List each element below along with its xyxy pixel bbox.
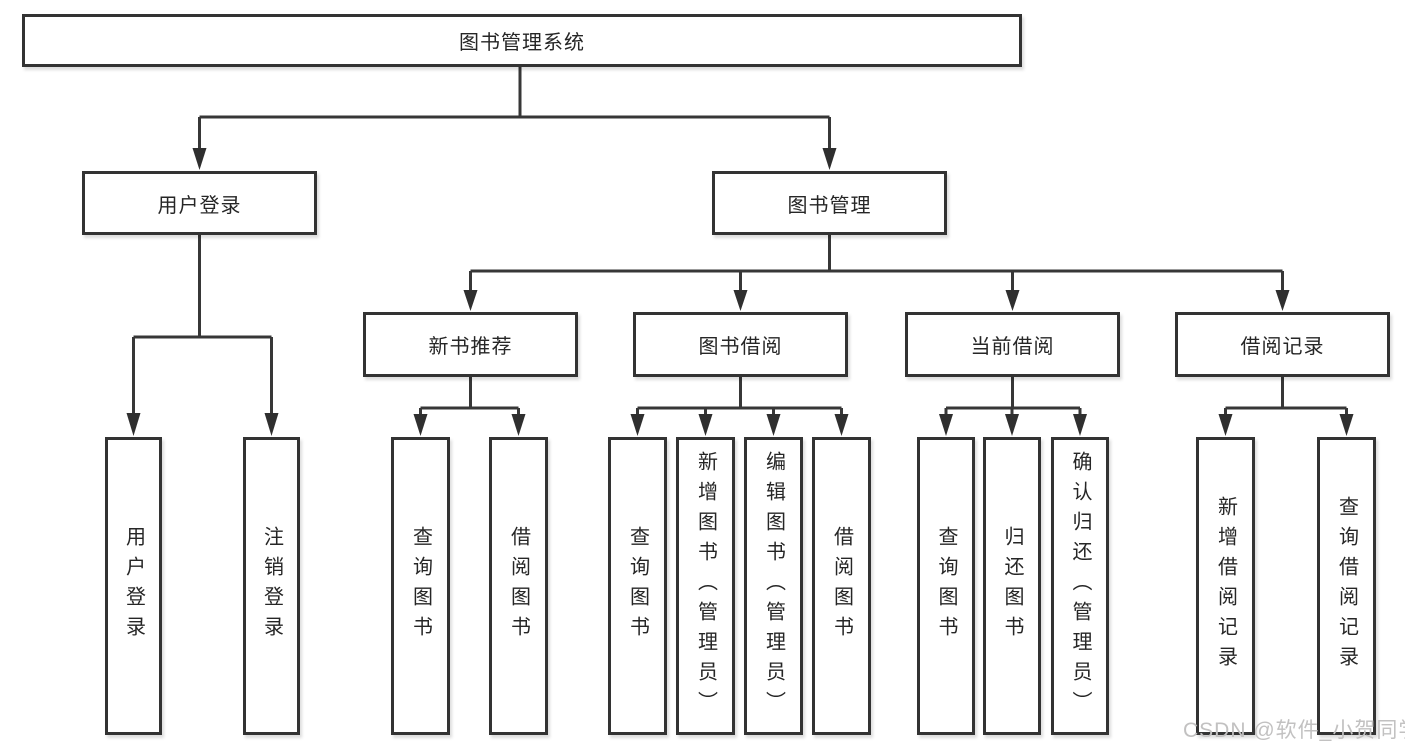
node-book-management: 图书管理 (712, 171, 947, 235)
leaf-user-login: 用户登录 (105, 437, 162, 735)
leaf-query-books-recommend: 查询图书 (391, 437, 450, 735)
leaf-query-books-borrow: 查询图书 (608, 437, 667, 735)
leaf-logout: 注销登录 (243, 437, 300, 735)
node-user-login: 用户登录 (82, 171, 317, 235)
arrowhead-group (126, 148, 1354, 436)
node-book-borrow: 图书借阅 (633, 312, 848, 377)
node-new-book-recommend: 新书推荐 (363, 312, 578, 377)
leaf-confirm-return-admin: 确认归还（管理员） (1051, 437, 1109, 735)
node-library-management-system: 图书管理系统 (22, 14, 1022, 67)
leaf-borrow-books: 借阅图书 (812, 437, 871, 735)
leaf-return-books: 归还图书 (983, 437, 1041, 735)
leaf-add-borrow-record: 新增借阅记录 (1196, 437, 1255, 735)
node-borrow-records: 借阅记录 (1175, 312, 1390, 377)
csdn-watermark: CSDN @软件_小贺同学 (1183, 719, 1405, 742)
leaf-edit-books-admin: 编辑图书（管理员） (744, 437, 803, 735)
node-current-borrow: 当前借阅 (905, 312, 1120, 377)
leaf-query-books-current: 查询图书 (917, 437, 975, 735)
leaf-add-books-admin: 新增图书（管理员） (676, 437, 735, 735)
leaf-borrow-books-recommend: 借阅图书 (489, 437, 548, 735)
leaf-query-borrow-record: 查询借阅记录 (1317, 437, 1376, 735)
